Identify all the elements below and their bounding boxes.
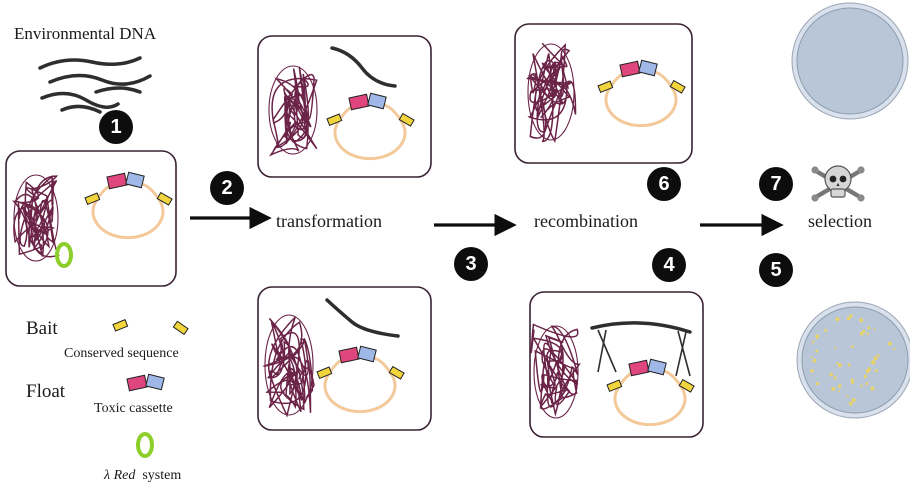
- colony: [852, 398, 856, 402]
- plate-with-colonies: [797, 302, 910, 418]
- plate-empty: [792, 3, 908, 119]
- colony: [812, 341, 815, 344]
- step-badge-5: 5: [759, 253, 793, 287]
- skull-crossbones-icon: [811, 166, 864, 202]
- colony: [811, 356, 813, 358]
- colony: [810, 369, 814, 373]
- lambda-red-system-text: system: [135, 468, 181, 483]
- colony: [834, 376, 837, 379]
- colony: [866, 370, 870, 374]
- colony: [848, 364, 851, 367]
- legend-lambda-red-icon: [138, 434, 152, 456]
- colony: [868, 327, 870, 329]
- step-badge-2: 2: [210, 171, 244, 205]
- colony: [838, 384, 842, 388]
- step-badge-1: 1: [99, 110, 133, 144]
- legend-toxic-pink-icon: [127, 375, 147, 390]
- colony: [864, 375, 867, 378]
- environmental-dna-title: Environmental DNA: [14, 24, 156, 44]
- stage-label-transformation: transformation: [276, 211, 382, 232]
- stage-label-recombination: recombination: [534, 211, 638, 232]
- colony: [859, 318, 863, 322]
- colony: [851, 379, 854, 382]
- stage-label-selection: selection: [808, 211, 872, 232]
- legend-float-caption: Toxic cassette: [94, 401, 173, 417]
- colony: [851, 345, 854, 348]
- colony: [829, 373, 833, 377]
- legend-bait-icon-left: [113, 320, 128, 331]
- colony: [815, 350, 818, 353]
- colony: [860, 332, 864, 336]
- colony: [874, 356, 878, 360]
- lambda-red-italic: λ Red: [104, 468, 135, 483]
- colony: [838, 363, 842, 367]
- colony: [835, 317, 839, 321]
- colony: [874, 328, 876, 330]
- step-badge-7: 7: [759, 167, 793, 201]
- legend-bait-caption: Conserved sequence: [64, 346, 179, 362]
- colony: [893, 348, 895, 350]
- colony: [847, 395, 849, 397]
- legend-float-label: Float: [26, 381, 65, 403]
- colony: [860, 385, 862, 387]
- colony: [831, 387, 835, 391]
- step-badge-3: 3: [454, 247, 488, 281]
- step-badge-4: 4: [652, 248, 686, 282]
- colony: [816, 337, 819, 340]
- legend-bait-icon-right: [173, 321, 188, 334]
- colony: [816, 382, 819, 385]
- colony: [875, 369, 878, 372]
- legend-toxic-blue-icon: [146, 374, 164, 390]
- colony: [824, 329, 827, 332]
- colony: [834, 348, 836, 350]
- colony: [849, 402, 853, 406]
- colony: [849, 314, 852, 317]
- legend-lambda-red-caption: λ Red system: [104, 468, 181, 484]
- step-badge-6: 6: [647, 167, 681, 201]
- colony: [877, 354, 880, 357]
- environmental-dna-fragments: [40, 58, 150, 112]
- colony: [836, 362, 838, 364]
- colony: [867, 333, 870, 336]
- colony: [865, 382, 868, 385]
- colony: [888, 342, 892, 346]
- colony: [838, 390, 840, 392]
- panel-transformation-top: [258, 36, 431, 177]
- colony: [813, 359, 817, 363]
- colony: [871, 360, 876, 365]
- colony: [870, 386, 874, 390]
- legend-bait-label: Bait: [26, 318, 58, 340]
